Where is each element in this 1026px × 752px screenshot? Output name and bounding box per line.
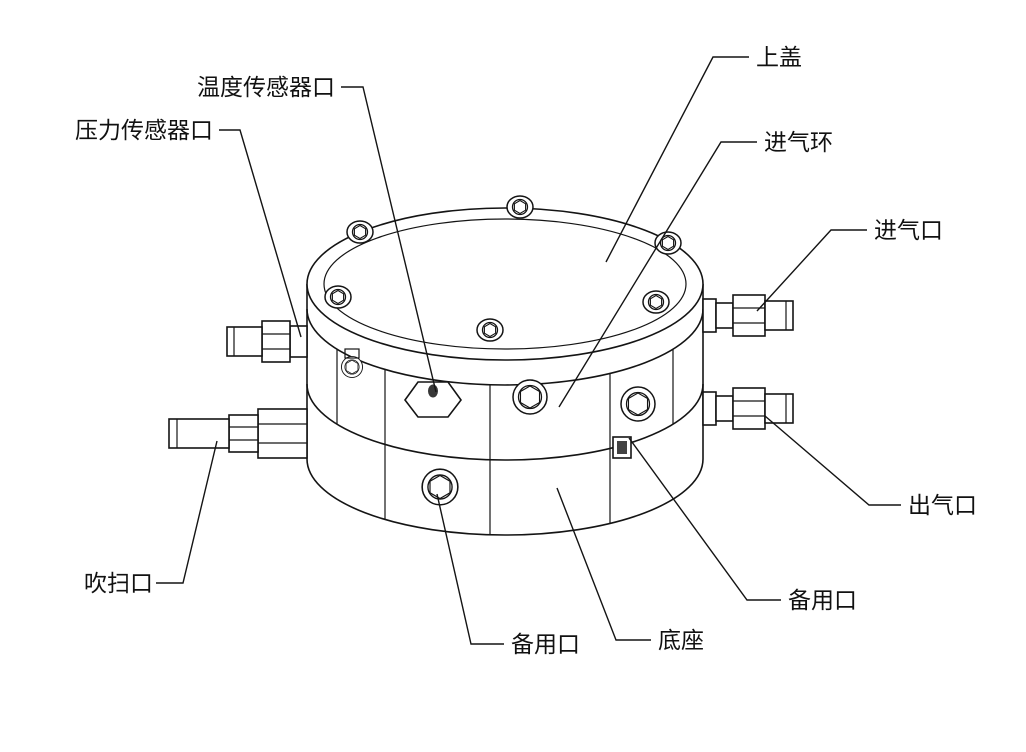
spare-port-slot <box>612 436 632 459</box>
leader-top-cover <box>605 56 749 263</box>
leader-intake-ring <box>558 141 757 408</box>
top-cover-inner-rim <box>323 218 687 350</box>
leader-base <box>556 487 651 641</box>
leader-spare-port-bottom <box>436 493 504 645</box>
leader-pressure-sensor-port <box>219 129 302 338</box>
leader-spare-port-right <box>628 437 781 601</box>
ring-base-seam <box>306 383 704 461</box>
temp-sensor-boss <box>404 381 462 418</box>
top-cover-shape <box>306 207 704 361</box>
label-top-cover: 上盖 <box>756 45 802 70</box>
outlet-fitting <box>702 387 794 430</box>
device-body <box>306 207 704 536</box>
label-spare-port-bottom: 备用口 <box>511 632 580 657</box>
label-purge-port: 吹扫口 <box>84 571 153 596</box>
label-intake-port: 进气口 <box>874 218 943 243</box>
label-base: 底座 <box>658 628 704 653</box>
label-intake-ring: 进气环 <box>764 130 833 155</box>
leader-intake-port <box>756 229 867 312</box>
intake-fitting <box>702 294 794 337</box>
cover-body-seam <box>306 308 704 386</box>
label-temp-sensor-port: 温度传感器口 <box>197 75 335 100</box>
leader-temp-sensor-port <box>341 86 437 393</box>
label-spare-port-right: 备用口 <box>788 588 857 613</box>
label-outlet-port: 出气口 <box>908 493 977 518</box>
pressure-sensor-fitting <box>226 320 308 363</box>
leader-outlet-port <box>764 415 901 506</box>
purge-fitting <box>168 408 308 459</box>
leader-purge-port <box>156 440 218 584</box>
detail-slot <box>344 348 360 359</box>
label-pressure-sensor-port: 压力传感器口 <box>75 118 213 143</box>
base-bottom-arc <box>306 458 704 536</box>
